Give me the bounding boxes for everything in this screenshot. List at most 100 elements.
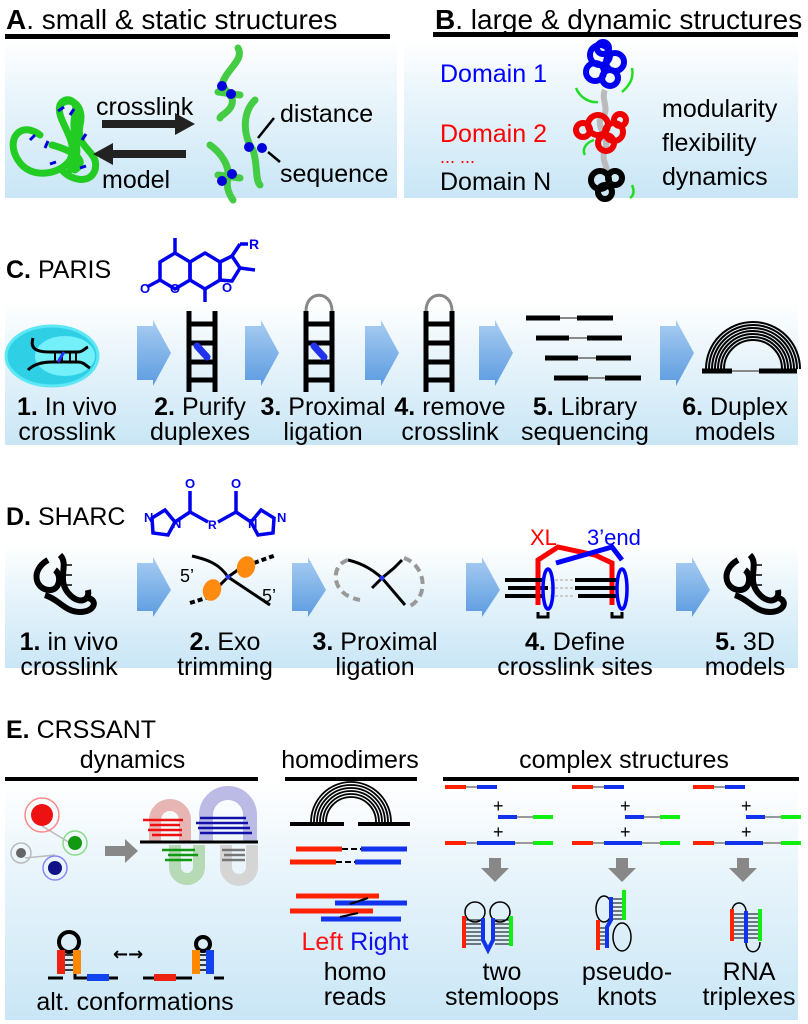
panel-c-letter: C.	[6, 256, 31, 284]
molecule-r-label: R	[249, 236, 259, 252]
down-arrow	[608, 858, 636, 882]
panel-b-title: . large & dynamic structures	[455, 4, 803, 35]
step-arrow-3	[365, 320, 399, 386]
left-label: Left	[301, 928, 344, 956]
panel-c-title: PARIS	[31, 256, 112, 284]
loop	[731, 902, 747, 913]
d-step-arrow-3	[466, 557, 500, 617]
homo-caption-line1: homo	[323, 958, 387, 986]
oxygen-label-1: O	[185, 476, 195, 491]
nitrogen-label-4: N	[277, 510, 286, 525]
homo-caption-line2: reads	[323, 983, 387, 1011]
d-step-arrow-4	[676, 557, 710, 617]
panel-c-step-4: 4. remove crosslink	[394, 393, 506, 446]
plus-sign: +	[493, 822, 504, 842]
stem-blue	[481, 918, 495, 955]
step-arrow-2	[245, 320, 279, 386]
panel-d-step-2: 2. Exo trimming	[177, 628, 273, 681]
down-arrow	[481, 858, 509, 882]
five-prime-label-2: 5’	[262, 586, 276, 606]
complex-item-2-line1: pseudo-	[581, 958, 673, 986]
panel-c-header: C. PARIS	[6, 258, 111, 283]
panel-d-step-1: 1. in vivo crosslink	[19, 628, 119, 681]
panel-a-letter: A	[6, 4, 27, 35]
d-step-arrow-1	[137, 557, 171, 617]
loop	[464, 901, 486, 923]
complex-item-3-line1: RNA	[722, 958, 776, 986]
panel-d-title: SHARC	[31, 503, 126, 531]
nitrogen-label-2: N	[144, 510, 153, 525]
homodimers-rule	[285, 777, 417, 781]
property-flexibility: flexibility	[662, 129, 757, 157]
property-dynamics: dynamics	[662, 163, 768, 191]
plus-sign: +	[741, 822, 752, 842]
right-label: Right	[350, 928, 409, 956]
panel-d-header: D. SHARC	[6, 505, 125, 530]
panel-c-step-5: 5. Library sequencing	[521, 393, 649, 446]
homodimers-title: homodimers	[281, 746, 419, 774]
step-arrow-5	[660, 320, 694, 386]
down-arrow	[729, 858, 757, 882]
panel-c-step-3: 3. Proximal ligation	[260, 393, 386, 446]
d-step-arrow-2	[292, 557, 326, 617]
svg-text:O: O	[170, 281, 180, 296]
nitrogen-label-3: N	[248, 516, 257, 531]
three-prime-end-label: 3’end	[587, 525, 641, 550]
complex-item-3-line2: triplexes	[702, 983, 796, 1011]
panel-e-title: CRSSANT	[29, 716, 157, 744]
panel-b-letter: B	[435, 4, 456, 35]
complex-structures-title: complex structures	[519, 746, 729, 774]
panel-b-rule	[433, 32, 798, 37]
dynamics-title: dynamics	[79, 746, 186, 774]
panel-c-step-2: 2. Purify duplexes	[149, 393, 251, 446]
complex-item-1-line1: two	[482, 958, 522, 986]
panel-d-step-5: 5. 3D models	[704, 628, 786, 681]
five-prime-label-1: 5’	[180, 566, 194, 586]
crosslink-label: crosslink	[96, 93, 194, 121]
complex-item-1-line2: stemloops	[445, 983, 559, 1011]
loop	[489, 901, 511, 923]
distance-label: distance	[280, 100, 374, 128]
complex-structures-rule	[443, 777, 799, 781]
complex-item-2-line2: knots	[597, 983, 657, 1011]
domain-1-label: Domain 1	[440, 60, 547, 88]
domain-ellipsis-label: ... ...	[440, 147, 476, 167]
panel-c-step-6: 6. Duplex models	[682, 393, 788, 446]
dynamics-rule	[5, 777, 258, 781]
molecule-r-label-d: R	[208, 518, 217, 532]
panel-e-header: E. CRSSANT	[6, 718, 156, 743]
panel-d-letter: D.	[6, 503, 31, 531]
crosslinker-mark-3	[310, 342, 328, 361]
panel-e-letter: E.	[6, 716, 30, 744]
domain-n-label: Domain N	[440, 168, 552, 196]
loop	[745, 941, 761, 953]
step-arrow-1	[137, 320, 171, 386]
property-modularity: modularity	[662, 95, 778, 123]
plus-sign: +	[620, 796, 631, 816]
panel-c-step-1: 1. In vivo crosslink	[16, 393, 118, 446]
oxygen-label-2: O	[231, 476, 241, 491]
model-label: model	[102, 166, 171, 194]
panel-d-step-4: 4. Define crosslink sites	[497, 628, 653, 681]
panel-a-rule	[5, 34, 390, 39]
interconversion-arrows: ←→	[113, 944, 143, 965]
domain-2-label: Domain 2	[440, 120, 547, 148]
